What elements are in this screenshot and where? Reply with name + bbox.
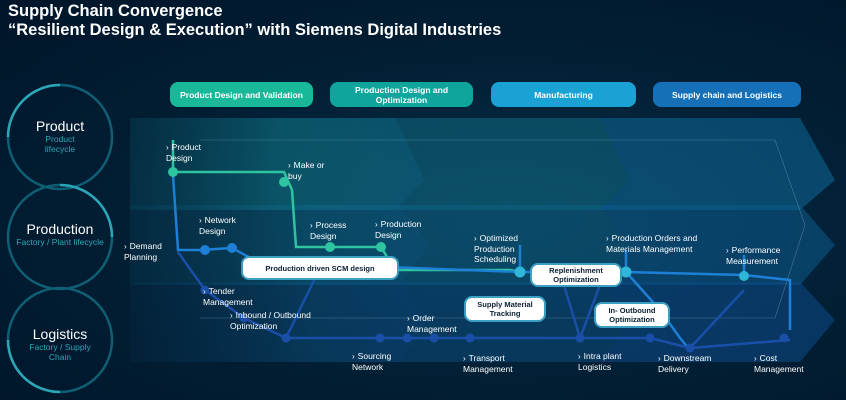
lane-logistics-subtitle: Factory / Supply Chain [29,342,91,362]
label-network-design: ›Network Design [199,215,236,236]
title-line-2: “Resilient Design & Execution” with Siem… [8,21,502,39]
label-process-design: ›Process Design [310,220,347,241]
label-sourcing-network: ›Sourcing Network [352,351,392,372]
title-line-1: Supply Chain Convergence [8,2,223,20]
chevron-right-icon: › [463,354,466,363]
chevron-right-icon: › [124,242,127,251]
label-production-design: ›Production Design [375,219,422,240]
chevron-right-icon: › [578,352,581,361]
phase-production-design: Production Design and Optimization [330,82,473,107]
chevron-right-icon: › [203,287,206,296]
callout-in-outbound-optimization: In- Outbound Optimization [594,302,670,328]
lane-product-title: Product [35,118,85,134]
chevron-right-icon: › [166,143,169,152]
label-order-management: ›Order Management [407,313,457,334]
label-production-orders: ›Production Orders and Materials Managem… [606,233,698,254]
label-make-or-buy: ›Make or buy [288,160,325,181]
page-title: Supply Chain Convergence “Resilient Desi… [8,2,501,40]
lane-product-subtitle: Product lifecycle [44,134,76,154]
label-downstream-delivery: ›Downstream Delivery [658,353,712,374]
phase-product-design: Product Design and Validation [170,82,313,107]
lane-production-title: Production [26,221,94,237]
lane-logistics-title: Logistics [32,326,88,342]
chevron-right-icon: › [726,246,729,255]
chevron-right-icon: › [230,311,233,320]
lane-rings [6,83,114,394]
chevron-right-icon: › [606,234,609,243]
label-tender-management: ›Tender Management [203,286,253,307]
label-cost-management: ›Cost Management [754,353,804,374]
phase-supply-chain: Supply chain and Logistics [653,82,801,107]
lane-logistics: Logistics Factory / Supply Chain [6,326,114,362]
chevron-right-icon: › [658,354,661,363]
chevron-right-icon: › [407,314,410,323]
label-inbound-outbound-optimization: ›Inbound / Outbound Optimization [230,310,311,331]
label-performance-measurement: ›Performance Measurement [726,245,781,266]
lane-product: Product Product lifecycle [6,118,114,154]
lane-production: Production Factory / Plant lifecycle [6,221,114,247]
callout-supply-material-tracking: Supply Material Tracking [464,296,546,322]
band-product [130,118,835,210]
chevron-right-icon: › [375,220,378,229]
label-product-design: ›Product Design [166,142,201,163]
chevron-right-icon: › [474,234,477,243]
callout-production-driven-scm: Production driven SCM design [241,256,399,280]
nodes [168,167,789,353]
label-intra-plant-logistics: ›Intra plant Logistics [578,351,622,372]
label-optimized-production-scheduling: ›Optimized Production Scheduling [474,233,518,264]
label-transport-management: ›Transport Management [463,353,513,374]
lane-production-subtitle: Factory / Plant lifecycle [16,237,104,247]
outline-chevron [200,139,806,319]
phase-manufacturing: Manufacturing [491,82,636,107]
chevron-right-icon: › [199,216,202,225]
chevron-right-icon: › [352,352,355,361]
chevron-right-icon: › [754,354,757,363]
chevron-right-icon: › [288,161,291,170]
callout-replenishment-optimization: Replenishment Optimization [530,263,622,287]
label-demand-planning: ›Demand Planning [124,241,162,262]
chevron-right-icon: › [310,221,313,230]
